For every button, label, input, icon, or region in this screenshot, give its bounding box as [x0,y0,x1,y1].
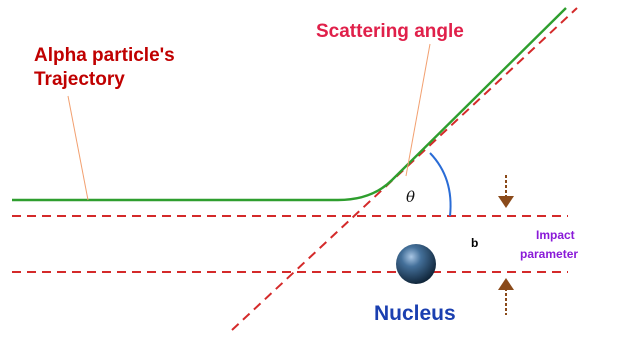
trajectory-label: Alpha particle's Trajectory [34,44,175,92]
nucleus-label: Nucleus [374,302,456,325]
theta-symbol: θ [406,188,416,206]
scattering-pointer-line [405,43,431,177]
scattering-angle-label: Scattering angle [316,21,464,42]
impact-parameter-label-line1: Impact [536,228,575,242]
trajectory-label-line1: Alpha particle's [34,45,175,66]
asymptote-dashed-line [231,7,578,331]
nucleus-sphere [396,244,436,284]
trajectory-label-line2: Trajectory [34,69,125,90]
scattering-angle-arc [429,152,452,217]
bottom-up-arrow [498,278,514,315]
impact-parameter-label-line2: parameter [520,247,579,261]
b-label: b [471,236,479,250]
top-down-arrow [498,175,514,208]
trajectory-pointer-line [67,95,89,201]
alpha-trajectory-path [12,7,567,202]
